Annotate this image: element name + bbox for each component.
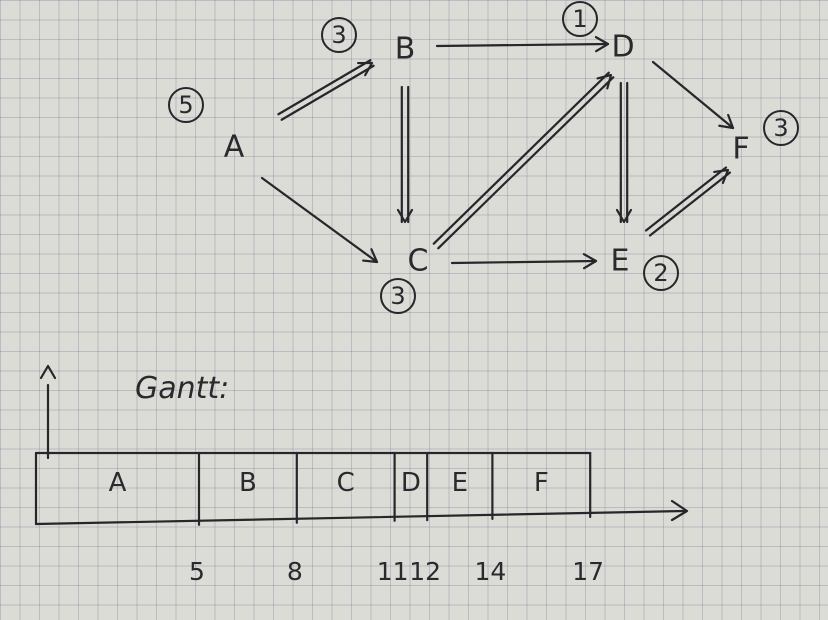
node-label: E	[611, 244, 630, 279]
gantt-title: Gantt:	[135, 371, 229, 406]
duration-badge: 3	[380, 278, 416, 314]
duration-value: 3	[390, 282, 405, 310]
gantt-x-axis-arrowhead	[670, 499, 689, 522]
gantt-bar-e: E	[426, 451, 494, 520]
edge-d-e	[615, 81, 633, 224]
gantt-tick-5: 5	[189, 557, 205, 586]
node-d: D1	[562, 1, 635, 65]
node-label: F	[732, 132, 749, 167]
duration-value: 2	[653, 259, 668, 287]
edge-c-d	[432, 71, 615, 250]
duration-value: 1	[572, 5, 587, 33]
gantt-x-axis	[34, 509, 686, 526]
gantt-bar-label: F	[534, 468, 549, 498]
duration-badge: 3	[763, 110, 799, 146]
gantt-bar-f: F	[491, 451, 592, 518]
duration-badge: 2	[643, 255, 679, 291]
edge-e-f	[644, 166, 732, 237]
node-c: C3	[380, 244, 429, 314]
gantt-tick-11: 11	[377, 557, 409, 586]
edge-a-c	[260, 176, 379, 264]
gantt-tick-14: 14	[474, 557, 506, 586]
node-f: F3	[732, 110, 799, 167]
gantt-bar-label: D	[401, 468, 421, 498]
duration-value: 5	[178, 91, 193, 119]
node-label: C	[408, 244, 429, 279]
duration-badge: 1	[562, 1, 598, 37]
edge-a-b	[277, 59, 375, 121]
duration-badge: 5	[168, 87, 204, 123]
duration-value: 3	[773, 114, 788, 142]
gantt-bar-c: C	[295, 451, 396, 522]
duration-badge: 3	[321, 17, 357, 53]
gantt-bar-label: E	[452, 468, 468, 498]
gantt-bar-a: A	[34, 451, 201, 526]
edge-b-d	[435, 36, 610, 53]
gantt-bars: A B C D E F	[34, 451, 592, 526]
gantt-bar-label: B	[239, 468, 257, 498]
gantt-tick-17: 17	[572, 557, 604, 586]
gantt-tick-8: 8	[287, 557, 303, 586]
gantt-bar-label: A	[109, 468, 127, 498]
duration-value: 3	[331, 21, 346, 49]
node-label: B	[395, 32, 416, 67]
node-label: D	[611, 30, 634, 65]
node-b: B3	[321, 17, 416, 67]
node-a: A5	[168, 87, 245, 165]
gantt-bar-label: C	[337, 468, 355, 498]
edge-c-e	[450, 253, 598, 270]
edge-d-f	[651, 60, 735, 130]
node-label: A	[224, 130, 245, 165]
gantt-y-axis-arrowhead	[39, 364, 57, 380]
gantt-bar-d: D	[393, 451, 429, 522]
gantt-bar-b: B	[197, 451, 298, 524]
network-edges	[260, 36, 735, 270]
edge-b-c	[396, 85, 414, 224]
gantt-tick-12: 12	[409, 557, 441, 586]
